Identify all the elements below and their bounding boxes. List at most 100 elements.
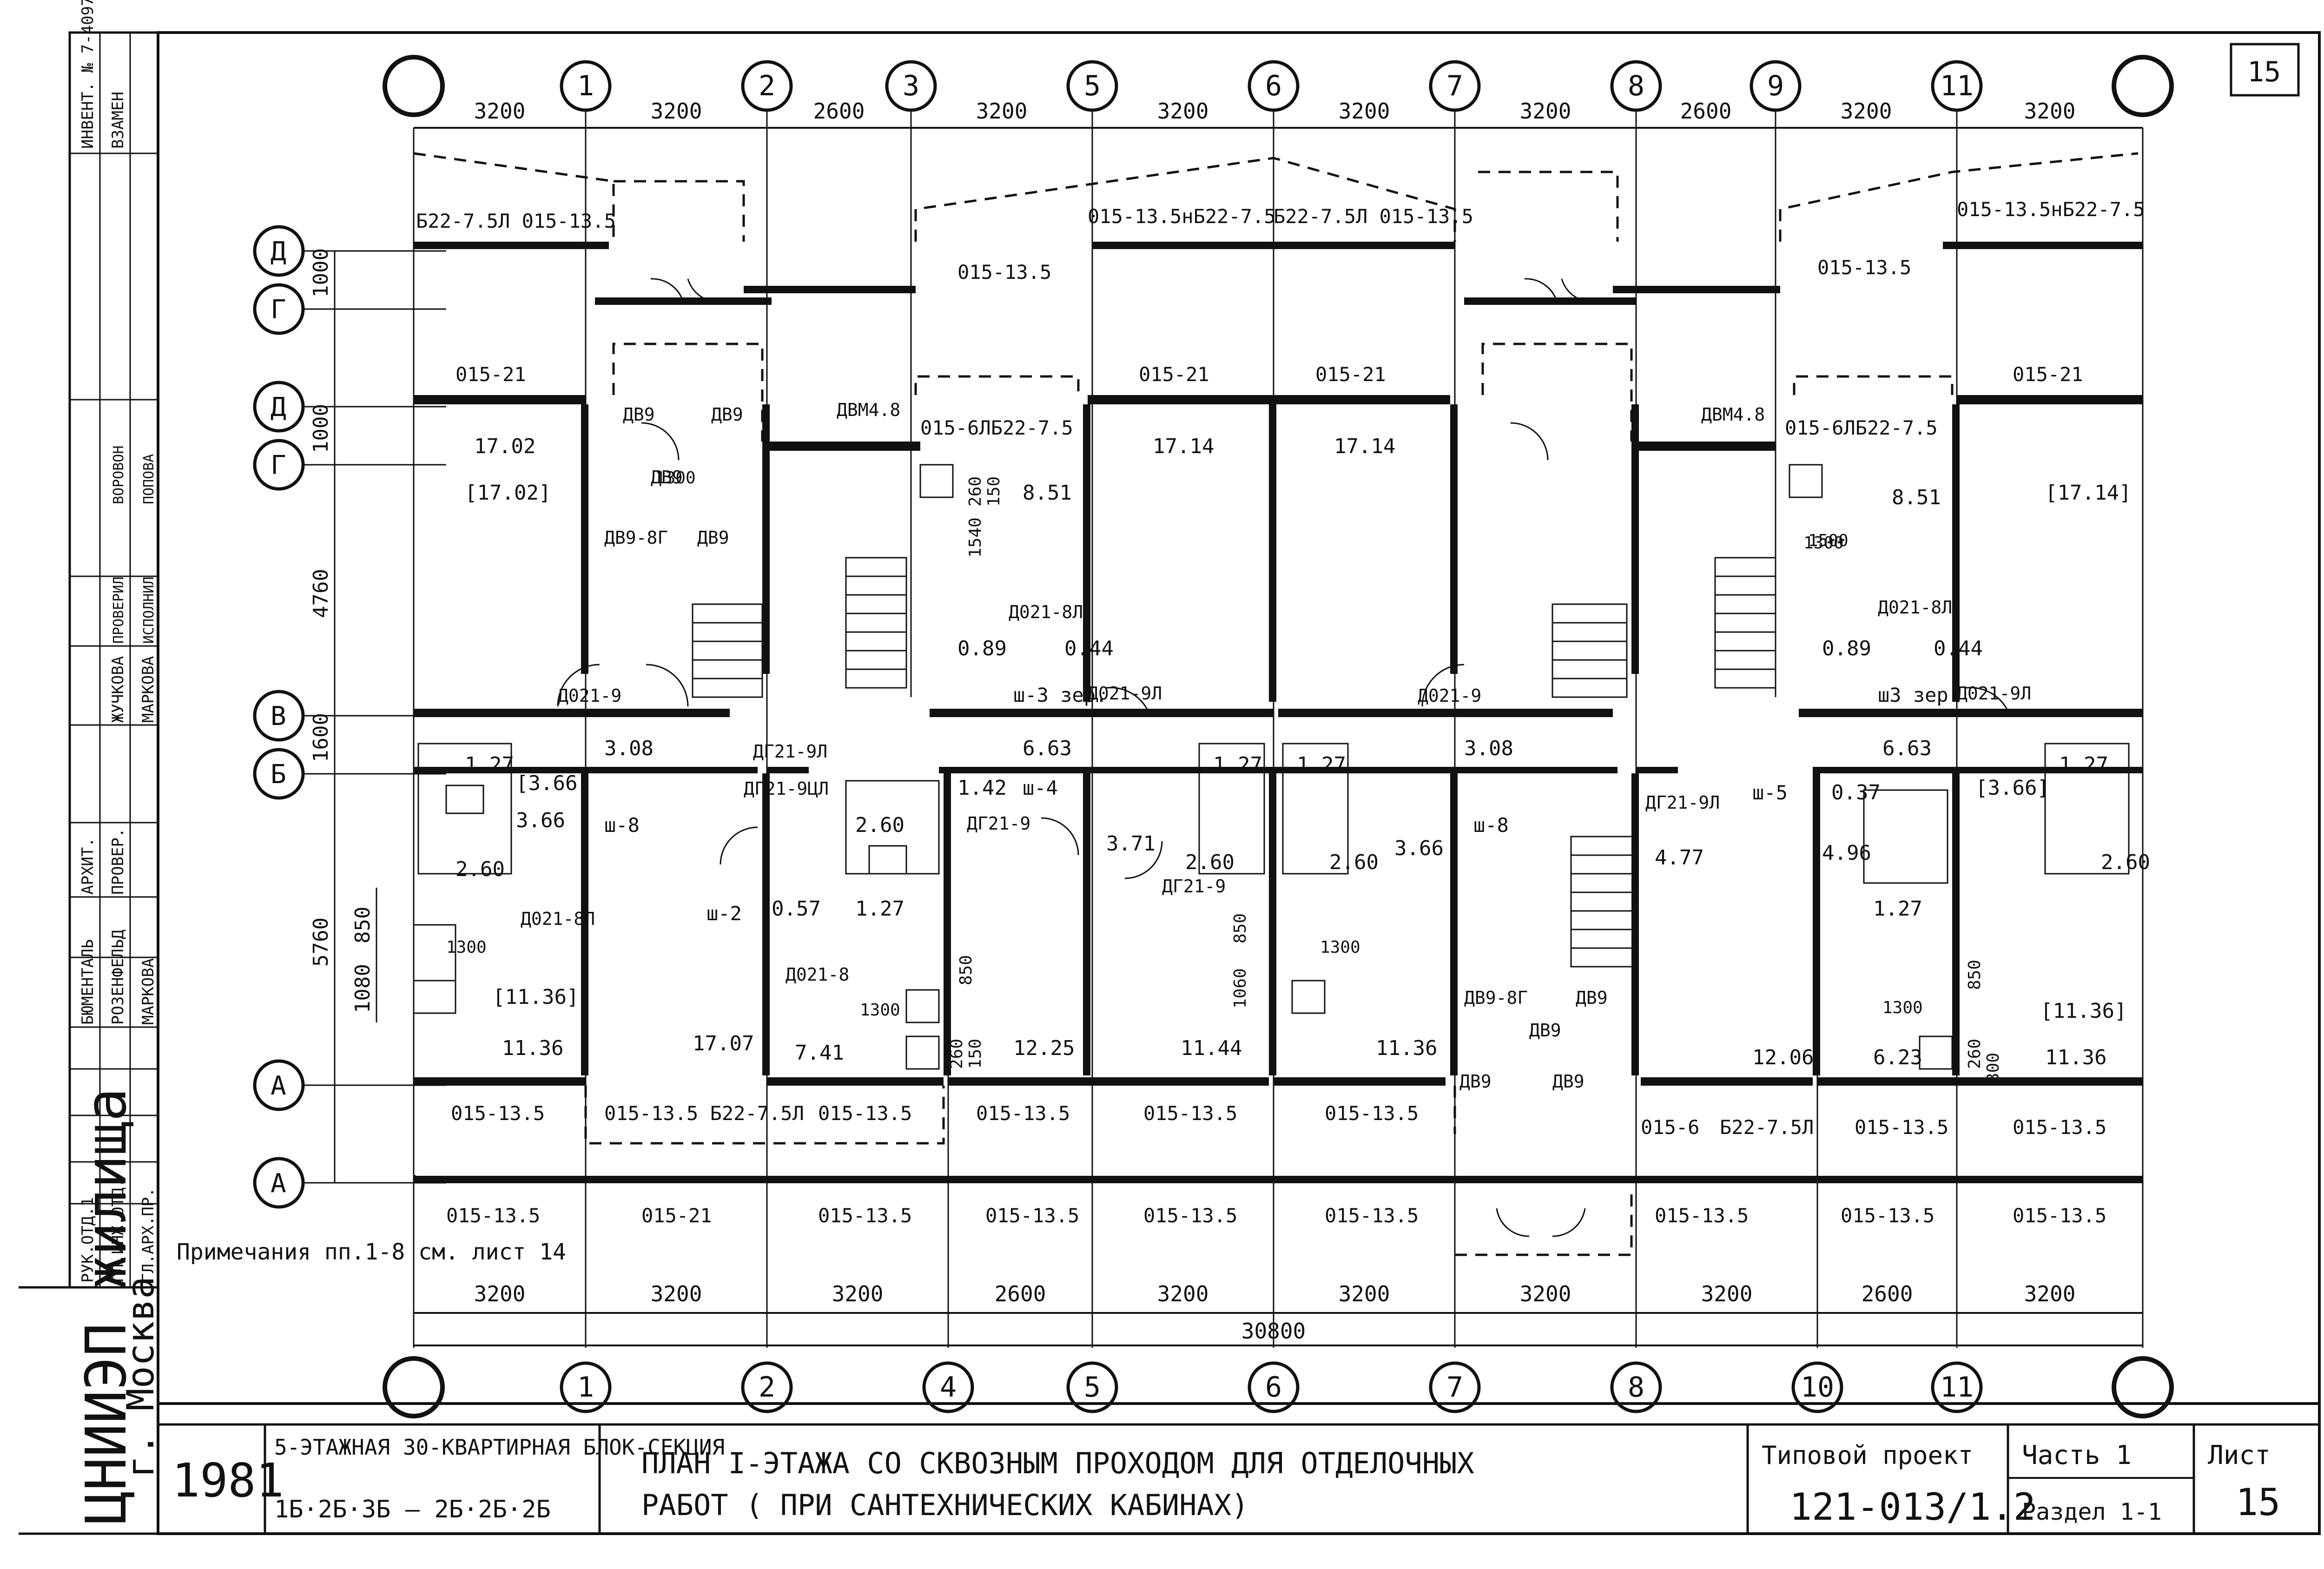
misc-dim-300: 300 <box>1984 1053 2003 1083</box>
window-label-t4: Б22-7.5Л 015-13.5 <box>1274 205 1473 228</box>
axis-bottom-11: 11 <box>1940 1371 1974 1404</box>
axis-top-8: 8 <box>1628 70 1644 102</box>
window-label-t2: 015-13.5 <box>957 261 1051 283</box>
section-label: Раздел 1-1 <box>2022 1498 2162 1525</box>
bottom-dim-2: 3200 <box>651 1281 702 1306</box>
window-label-a1-4: 015-13.5 <box>976 1102 1070 1125</box>
area-32: 1.42 <box>957 776 1007 800</box>
left-dim-1600: 1600 <box>309 713 333 762</box>
top-dim-3: 2600 <box>813 99 865 124</box>
project-label: Типовой проект <box>1762 1441 1973 1470</box>
role-7: АРХИТ. <box>79 837 97 895</box>
area-10: 3.08 <box>1464 737 1513 760</box>
top-dim-4: 3200 <box>976 99 1028 124</box>
misc-dim-850-a: 850 <box>957 955 976 985</box>
area-46: [11.36] <box>2040 999 2126 1023</box>
area-38: [11.36] <box>493 985 579 1009</box>
role-3: ГЛ.АРХ.ПР. <box>139 1187 158 1283</box>
area-15: 1.27 <box>2059 753 2108 777</box>
door-16: ДГ21-9 <box>1162 876 1226 897</box>
area-33: 0.89 <box>957 637 1007 660</box>
bottom-dim-5: 3200 <box>1157 1281 1209 1306</box>
area-20: 2.60 <box>456 857 505 881</box>
window-label-a1-5: 015-13.5 <box>1143 1102 1237 1125</box>
area-31: 0.37 <box>1831 781 1881 804</box>
area-17: 3.66 <box>516 809 565 832</box>
door-24: ДВ9 <box>1459 1071 1492 1092</box>
axis-bottom-4: 4 <box>940 1371 957 1404</box>
area-2: [17.02] <box>465 481 551 505</box>
area-18: 3.66 <box>1394 837 1444 860</box>
misc-dim-1300-f: 1300 <box>1803 534 1844 553</box>
area-24: 2.60 <box>2101 850 2150 874</box>
building-walls <box>413 152 2143 1256</box>
title-formula: 1Б·2Б·3Б – 2Б·2Б·2Б <box>274 1496 551 1523</box>
axis-bottom-2: 2 <box>759 1371 775 1404</box>
left-dim-850: 850 <box>351 907 375 943</box>
misc-dim-260-c: 260 <box>1965 1039 1984 1069</box>
door-8: Д021-9 <box>558 686 621 706</box>
area-5: [17.14] <box>2045 481 2131 505</box>
top-dim-2: 3200 <box>651 99 702 124</box>
area-34: 0.89 <box>1822 637 1871 660</box>
row-axis-8: А <box>271 1168 286 1199</box>
door-21: ДВ9-8Г <box>1464 988 1528 1008</box>
axis-top-3: 3 <box>903 70 919 102</box>
role-10: МАРКОВА <box>139 656 158 723</box>
door-17: ДГ21-9 <box>967 813 1030 834</box>
axis-bottom-1: 1 <box>577 1371 594 1404</box>
role-8: ПРОВЕР. <box>109 828 127 895</box>
misc-dim-1300-e: 1300 <box>655 468 696 488</box>
left-dim-1000-a: 1000 <box>309 248 333 297</box>
misc-dim-850-c: 850 <box>1965 960 1984 990</box>
axis-bottom-8: 8 <box>1628 1371 1644 1404</box>
axis-top-9: 9 <box>1767 70 1784 102</box>
role-4: БЮМЕНТАЛЬ <box>79 939 97 1025</box>
window-label-a2-6: 015-13.5 <box>1325 1204 1419 1227</box>
area-3: 17.14 <box>1153 435 1214 458</box>
door-13: Д021-8Л <box>1878 597 1952 618</box>
door-11: Д021-9Л <box>1957 683 2031 704</box>
misc-dim-1060: 1060 <box>1231 968 1250 1009</box>
bottom-axis-bubbles <box>383 1356 2174 1418</box>
window-label-a1-8: Б22-7.5Л <box>1720 1116 1814 1139</box>
window-label-a1-6: 015-13.5 <box>1325 1102 1419 1125</box>
left-dim-1000-b: 1000 <box>309 404 333 453</box>
area-8: 3.08 <box>604 737 654 760</box>
window-label-t5: 015-13.5 <box>1817 256 1911 279</box>
axis-bottom-6: 6 <box>1265 1371 1282 1404</box>
axis-bottom-5: 5 <box>1084 1371 1101 1404</box>
area-44: 12.06 <box>1752 1046 1814 1069</box>
window-label-a2-5: 015-13.5 <box>1143 1204 1237 1227</box>
misc-dim-1300-b: 1300 <box>860 1001 900 1020</box>
shaft-6: ш-5 <box>1752 781 1788 804</box>
area-27: 1.27 <box>855 897 905 921</box>
door-7: ДВМ4.8 <box>1701 404 1765 425</box>
area-43: 11.36 <box>1376 1036 1437 1060</box>
area-42: 11.44 <box>1181 1036 1242 1060</box>
notes-text: Примечания пп.1-8 см. лист 14 <box>177 1239 566 1265</box>
axis-bottom-10: 10 <box>1801 1371 1834 1404</box>
window-label-a2-4: 015-13.5 <box>985 1204 1079 1227</box>
axis-top-2: 2 <box>759 70 775 102</box>
axis-top-7: 7 <box>1446 70 1463 102</box>
area-1: 17.02 <box>474 435 535 458</box>
top-dim-5: 3200 <box>1157 99 1209 124</box>
area-40: 7.41 <box>795 1041 844 1065</box>
role-11: ПРОВЕРИЛ <box>111 577 127 644</box>
top-dim-10: 3200 <box>2024 99 2076 124</box>
org-name: ЦНИИЭП жилища <box>74 1088 139 1524</box>
area-35: 0.44 <box>1064 637 1114 660</box>
misc-dim-1300-a: 1300 <box>446 938 487 957</box>
door-25: ДВ9 <box>1552 1071 1585 1092</box>
part-label: Часть 1 <box>2022 1440 2132 1470</box>
role-1: РУК.ОТД.1 <box>79 1197 97 1283</box>
area-26: 0.57 <box>772 897 821 921</box>
area-30: 4.96 <box>1822 841 1871 865</box>
bottom-dim-4: 2600 <box>995 1281 1046 1306</box>
window-label-m4: 015-21 <box>1315 363 1386 386</box>
window-label-a2-7: 015-13.5 <box>1655 1204 1749 1227</box>
row-axis-5: В <box>271 701 286 732</box>
title-block: 1981 5-ЭТАЖНАЯ 30-КВАРТИРНАЯ БЛОК-СЕКЦИЯ… <box>158 1423 2319 1534</box>
